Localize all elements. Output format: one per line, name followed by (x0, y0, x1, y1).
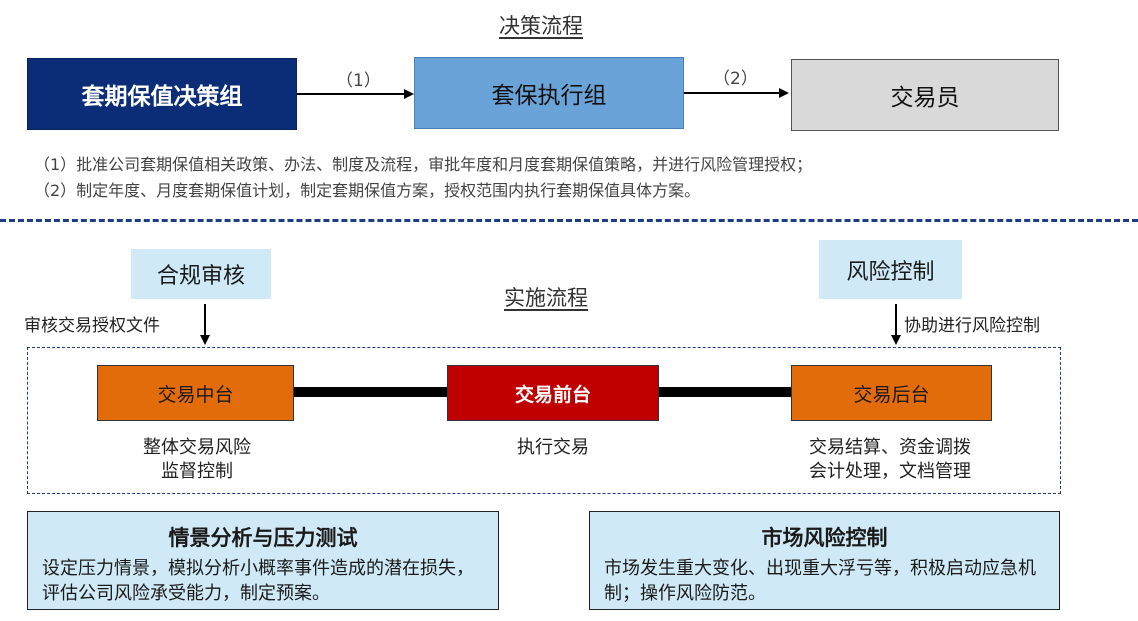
middle-office-desc-line1: 整体交易风险 (143, 437, 251, 458)
hedge-decision-group-box: 套期保值决策组 (27, 58, 297, 130)
arrow-1-head (404, 89, 414, 99)
compliance-arrow-text: 审核交易授权文件 (24, 316, 160, 336)
scenario-stress-test-panel: 情景分析与压力测试 设定压力情景，模拟分析小概率事件造成的潜在损失，评估公司风险… (27, 511, 499, 610)
risk-arrow-head (891, 335, 901, 345)
front-office-box: 交易前台 (447, 365, 659, 421)
back-office-desc-line2: 会计处理，文档管理 (809, 461, 971, 482)
middle-office-box: 交易中台 (97, 365, 294, 421)
risk-control-label: 风险控制 (846, 259, 935, 285)
desk-connector-right (657, 387, 791, 397)
risk-control-box: 风险控制 (819, 240, 962, 299)
scenario-stress-test-body: 设定压力情景，模拟分析小概率事件造成的潜在损失，评估公司风险承受能力，制定预案。 (42, 558, 474, 604)
market-risk-control-panel: 市场风险控制 市场发生重大变化、出现重大浮亏等，积极启动应急机制；操作风险防范。 (589, 511, 1060, 610)
implement-title: 实施流程 (504, 286, 588, 310)
risk-arrow-text: 协助进行风险控制 (904, 316, 1040, 336)
front-office-desc-line1: 执行交易 (517, 437, 589, 458)
decision-note-1: （1）批准公司套期保值相关政策、办法、制度及流程，审批年度和月度套期保值策略，并… (34, 155, 813, 174)
arrow-2-head (779, 88, 789, 98)
risk-arrow-shaft (895, 304, 897, 336)
middle-office-desc: 整体交易风险 监督控制 (97, 436, 297, 484)
market-risk-control-body: 市场发生重大变化、出现重大浮亏等，积极启动应急机制；操作风险防范。 (604, 558, 1036, 604)
hedge-decision-group-label: 套期保值决策组 (81, 84, 243, 110)
arrow-label-1: （1） (336, 71, 381, 91)
hedge-execution-group-box: 套保执行组 (414, 57, 684, 129)
section-divider (0, 219, 1138, 222)
back-office-desc: 交易结算、资金调拨 会计处理，文档管理 (780, 436, 1000, 484)
back-office-desc-line1: 交易结算、资金调拨 (809, 437, 971, 458)
compliance-arrow-shaft (204, 304, 206, 336)
arrow-1-shaft (297, 93, 405, 95)
middle-office-label: 交易中台 (157, 383, 234, 406)
implement-container (27, 347, 1061, 494)
back-office-box: 交易后台 (791, 365, 992, 421)
compliance-review-box: 合规审核 (131, 249, 271, 299)
compliance-arrow-head (200, 335, 210, 345)
desk-connector-left (293, 387, 447, 397)
back-office-label: 交易后台 (853, 383, 930, 406)
front-office-desc: 执行交易 (453, 436, 653, 460)
trader-box: 交易员 (791, 59, 1059, 131)
decision-title: 决策流程 (499, 14, 583, 38)
front-office-label: 交易前台 (514, 383, 591, 406)
compliance-review-label: 合规审核 (156, 264, 245, 289)
scenario-stress-test-title: 情景分析与压力测试 (168, 526, 358, 550)
arrow-label-2: （2） (713, 69, 758, 89)
market-risk-control-title: 市场风险控制 (761, 526, 888, 550)
decision-note-2: （2）制定年度、月度套期保值计划，制定套期保值方案，授权范围内执行套期保值具体方… (34, 181, 701, 200)
middle-office-desc-line2: 监督控制 (161, 461, 233, 482)
trader-label: 交易员 (890, 85, 960, 111)
arrow-2-shaft (684, 92, 780, 94)
hedge-execution-group-label: 套保执行组 (491, 83, 607, 109)
